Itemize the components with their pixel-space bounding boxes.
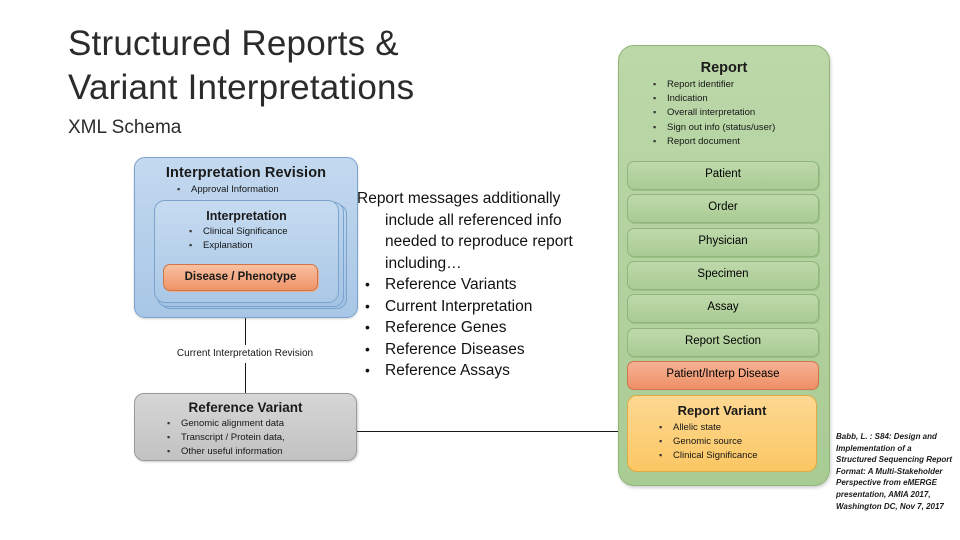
bullet-list-report-variant: Allelic state Genomic source Clinical Si… — [655, 420, 816, 464]
list-item: Genomic source — [655, 434, 816, 449]
center-lead-first-line: Report messages additionally — [357, 190, 561, 207]
node-title-report-variant: Report Variant — [677, 403, 767, 418]
node-patient[interactable]: Patient — [627, 161, 819, 190]
center-lead-paragraph: Report messages additionally include all … — [357, 188, 605, 274]
list-item: Reference Assays — [357, 360, 605, 382]
node-title-physician: Physician — [698, 235, 748, 247]
connector-line-vertical-top — [245, 318, 246, 345]
node-title-assay: Assay — [707, 301, 739, 313]
list-item: Clinical Significance — [185, 224, 338, 239]
list-item: Reference Diseases — [357, 339, 605, 361]
node-title-patient-interp-disease: Patient/Interp Disease — [666, 368, 780, 380]
node-reference-variant[interactable]: Reference Variant Genomic alignment data… — [134, 393, 357, 461]
connector-line-horizontal — [357, 431, 618, 432]
list-item: Overall interpretation — [649, 105, 829, 120]
list-item: Current Interpretation — [357, 296, 605, 318]
list-item: Sign out info (status/user) — [649, 120, 829, 135]
list-item: Explanation — [185, 238, 338, 253]
list-item: Reference Variants — [357, 274, 605, 296]
title-block: Structured Reports & Variant Interpretat… — [68, 22, 588, 140]
list-item: Report document — [649, 134, 829, 149]
list-item: Report identifier — [649, 77, 829, 92]
node-title-disease-phenotype: Disease / Phenotype — [184, 271, 297, 283]
node-report-variant[interactable]: Report Variant Allelic state Genomic sou… — [627, 395, 817, 472]
node-title-patient: Patient — [705, 168, 741, 180]
bullet-list-report: Report identifier Indication Overall int… — [649, 77, 829, 149]
node-patient-interp-disease[interactable]: Patient/Interp Disease — [627, 361, 819, 390]
center-bullet-list: Reference Variants Current Interpretatio… — [357, 274, 605, 382]
list-item: Other useful information — [163, 444, 356, 459]
bullet-list-reference-variant: Genomic alignment data Transcript / Prot… — [163, 416, 356, 459]
list-item: Clinical Significance — [655, 448, 816, 463]
list-item: Reference Genes — [357, 317, 605, 339]
node-title-interpretation: Interpretation — [206, 209, 287, 223]
citation-text: Babb, L. : S84: Design and Implementatio… — [836, 432, 953, 511]
center-description-block: Report messages additionally include all … — [357, 188, 605, 382]
list-item: Transcript / Protein data, — [163, 430, 356, 445]
connector-label-current-interpretation-revision: Current Interpretation Revision — [140, 348, 350, 359]
node-assay[interactable]: Assay — [627, 294, 819, 323]
node-title-reference-variant: Reference Variant — [188, 400, 303, 415]
node-order[interactable]: Order — [627, 194, 819, 223]
node-title-interpretation-revision: Interpretation Revision — [165, 165, 327, 181]
bullet-list-interpretation: Clinical Significance Explanation — [185, 224, 338, 253]
bullet-list-interpretation-revision: Approval Information — [173, 182, 357, 197]
node-physician[interactable]: Physician — [627, 228, 819, 257]
node-report-section[interactable]: Report Section — [627, 328, 819, 357]
node-title-specimen: Specimen — [697, 268, 749, 280]
connector-line-vertical-bottom — [245, 363, 246, 393]
list-item: Indication — [649, 91, 829, 106]
list-item: Approval Information — [173, 182, 357, 197]
list-item: Allelic state — [655, 420, 816, 435]
page-subtitle: XML Schema — [68, 117, 182, 138]
node-title-order: Order — [708, 201, 738, 213]
node-title-report: Report — [700, 60, 748, 76]
center-lead-rest: include all referenced info needed to re… — [385, 211, 573, 272]
node-disease-phenotype[interactable]: Disease / Phenotype — [163, 264, 318, 291]
page-title: Structured Reports & Variant Interpretat… — [68, 24, 415, 107]
list-item: Genomic alignment data — [163, 416, 356, 431]
node-title-report-section: Report Section — [684, 335, 762, 347]
node-specimen[interactable]: Specimen — [627, 261, 819, 290]
